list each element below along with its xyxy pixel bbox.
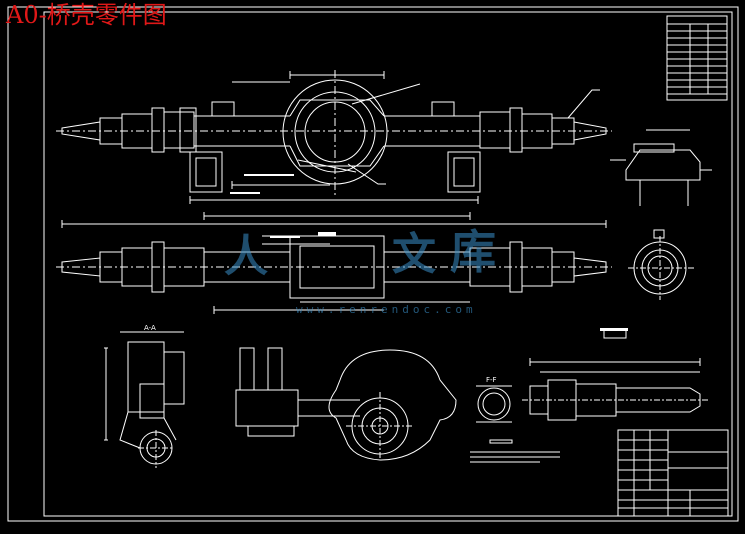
section-ff-view [476,385,512,423]
bracket-view [235,347,360,437]
detail-view-right [610,129,712,300]
watermark-url: www.renrendoc.com [296,303,477,316]
title-block [617,429,729,517]
inner-border [43,11,733,517]
shaft-detail-view [522,329,708,421]
section-aa-view [104,331,185,468]
front-view [56,70,612,204]
carrier-view [328,349,457,461]
watermark-glyph-a: 人 [224,231,268,282]
section-label-ff: F-F [486,376,497,384]
spec-table [666,15,728,101]
outer-border [7,6,739,522]
technical-notes [470,439,560,463]
section-label-aa: A-A [144,324,156,332]
drawing-title: A0-桥壳零件图 [6,1,167,29]
plan-view [56,212,612,314]
watermark-glyph-b: 文 [392,229,436,280]
watermark-glyph-c: 库 [450,225,496,279]
